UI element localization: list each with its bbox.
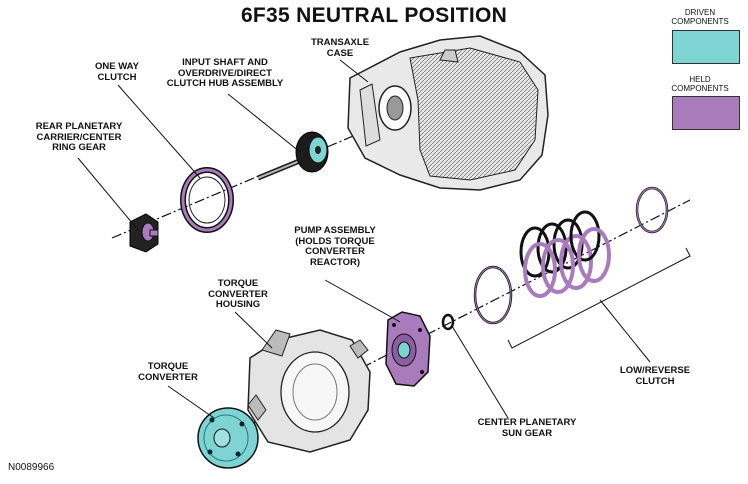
torque-converter-housing bbox=[247, 329, 371, 453]
pump-assembly bbox=[385, 311, 431, 387]
page-title: 6F35 NEUTRAL POSITION bbox=[240, 4, 508, 27]
torque-converter bbox=[197, 407, 259, 469]
label-transaxle-case: TRANSAXLE CASE bbox=[310, 37, 370, 59]
one-way-clutch bbox=[180, 167, 234, 233]
label-pump-assembly: PUMP ASSEMBLY (HOLDS TORQUE CONVERTER RE… bbox=[294, 225, 376, 268]
label-low-reverse-clutch: LOW/REVERSE CLUTCH bbox=[619, 365, 691, 387]
legend-driven-swatch bbox=[672, 30, 740, 64]
label-rear-planetary: REAR PLANETARY CARRIER/CENTER RING GEAR bbox=[35, 121, 123, 153]
label-torque-converter-housing: TORQUE CONVERTER HOUSING bbox=[208, 278, 268, 310]
label-input-shaft: INPUT SHAFT AND OVERDRIVE/DIRECT CLUTCH … bbox=[166, 57, 284, 89]
legend-held-swatch bbox=[672, 96, 740, 130]
legend-held-label: HELD COMPONENTS bbox=[671, 75, 729, 93]
figure-id: N0089966 bbox=[8, 462, 55, 473]
rear-planetary-carrier bbox=[129, 213, 159, 253]
label-torque-converter: TORQUE CONVERTER bbox=[138, 361, 198, 383]
legend-driven-label: DRIVEN COMPONENTS bbox=[671, 8, 729, 26]
center-planetary-sun-gear bbox=[441, 313, 455, 331]
lower-axis-line bbox=[249, 199, 691, 426]
low-reverse-clutch-pack bbox=[473, 186, 669, 325]
label-center-planetary: CENTER PLANETARY SUN GEAR bbox=[477, 417, 577, 439]
label-one-way-clutch: ONE WAY CLUTCH bbox=[95, 61, 139, 83]
input-shaft-assembly bbox=[257, 131, 329, 181]
transaxle-case bbox=[347, 35, 549, 191]
